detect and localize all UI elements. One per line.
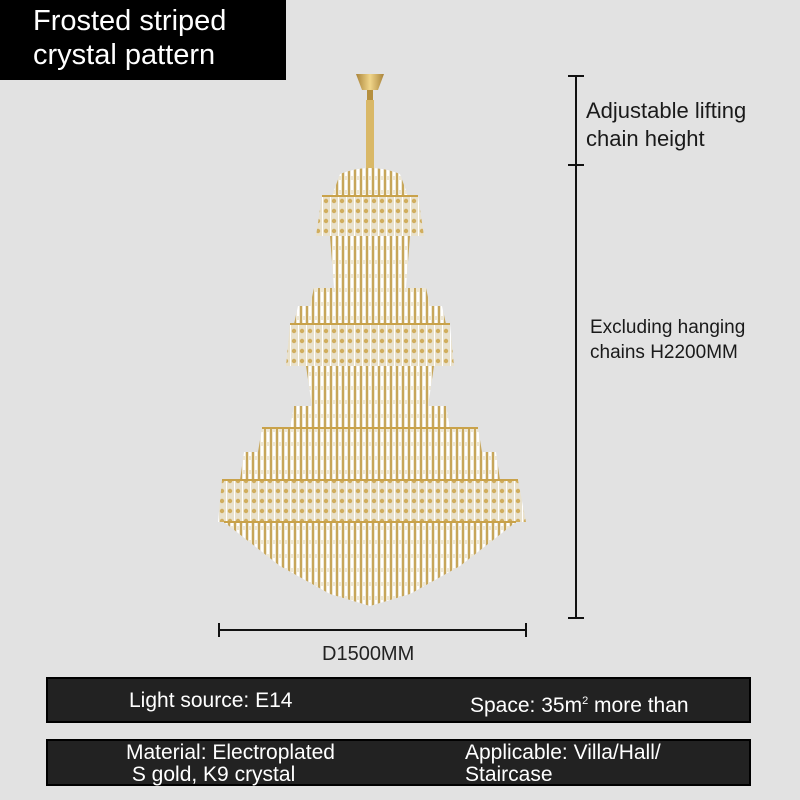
space-suffix: more than xyxy=(588,694,689,717)
applicable-spec: Applicable: Villa/Hall/ Staircase xyxy=(465,742,661,786)
height-label-line-2: chains H2200MM xyxy=(590,342,738,363)
spec-bar-1: Light source: E14 Space: 35m2 more than xyxy=(46,677,751,723)
applicable-line-2: Staircase xyxy=(465,763,553,786)
chain-height-label: Adjustable lifting chain height xyxy=(586,97,746,153)
light-source-spec: Light source: E14 xyxy=(129,689,293,712)
chain-label-line-1: Adjustable lifting xyxy=(586,98,747,123)
height-label: Excluding hanging chains H2200MM xyxy=(590,315,745,365)
chain-label-line-2: chain height xyxy=(586,126,705,151)
diameter-tick-left xyxy=(218,623,220,637)
height-tick-bottom xyxy=(568,617,584,619)
diameter-label: D1500MM xyxy=(322,643,415,665)
space-prefix: Space: 35m xyxy=(470,694,583,717)
material-line-2: S gold, K9 crystal xyxy=(126,763,296,786)
space-spec: Space: 35m2 more than xyxy=(470,690,689,717)
height-tick-top xyxy=(568,75,584,77)
diameter-tick-right xyxy=(525,623,527,637)
title-line-2: crystal pattern xyxy=(33,39,216,71)
material-spec: Material: Electroplated S gold, K9 cryst… xyxy=(126,742,335,786)
height-label-line-1: Excluding hanging xyxy=(590,317,746,338)
height-dimension-line xyxy=(575,76,577,618)
diameter-dimension-line xyxy=(218,629,527,631)
spec-bar-2: Material: Electroplated S gold, K9 cryst… xyxy=(46,739,751,786)
title-banner: Frosted striped crystal pattern xyxy=(0,0,286,80)
chandelier-image xyxy=(218,74,526,606)
space-superscript: 2 xyxy=(582,695,589,707)
title-line-1: Frosted striped xyxy=(33,5,227,37)
applicable-line-1: Applicable: Villa/Hall/ xyxy=(465,741,661,764)
height-tick-middle xyxy=(568,164,584,166)
material-line-1: Material: Electroplated xyxy=(126,741,335,764)
